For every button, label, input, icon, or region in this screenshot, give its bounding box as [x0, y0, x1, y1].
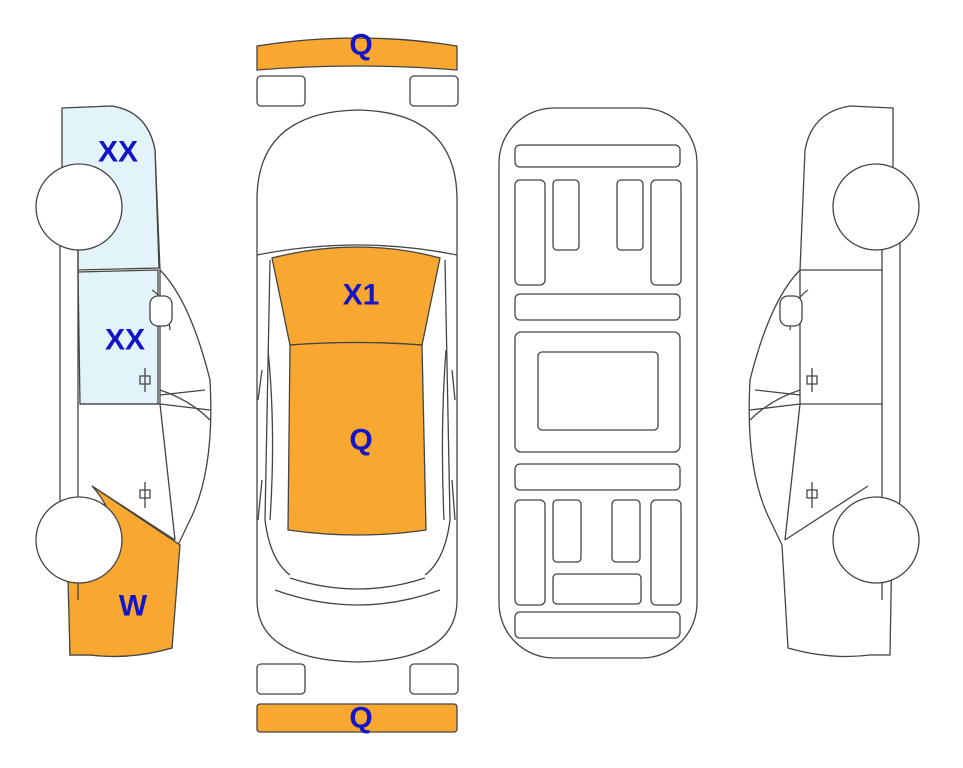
windshield-area[interactable]: [271, 246, 441, 346]
rear-bumper-area[interactable]: [256, 703, 458, 733]
roof-area[interactable]: [287, 341, 427, 536]
right-taillight: [409, 663, 459, 695]
left-rear-door-handle: [139, 482, 151, 508]
underbody-view: [498, 107, 698, 659]
underbody-front-crossmember: [514, 293, 681, 321]
underbody-rear-panel: [514, 611, 681, 639]
right-side-view: [748, 105, 920, 658]
underbody-rear-left-rail: [514, 499, 546, 606]
underbody-front-right-rail: [650, 179, 682, 286]
underbody-front-inner-left: [552, 179, 580, 251]
underbody-rear-inner-right: [611, 499, 641, 563]
right-headlight: [409, 75, 459, 107]
underbody-front-panel: [514, 144, 681, 168]
underbody-rear-inner-left: [552, 499, 582, 563]
right-front-door-handle: [806, 368, 818, 392]
left-headlight: [256, 75, 306, 107]
left-rear-wheel: [35, 496, 123, 584]
left-mirror: [149, 295, 173, 327]
underbody-rear-tank: [552, 573, 642, 605]
left-front-wheel: [35, 163, 123, 251]
top-view-side-window-lines: [257, 349, 456, 521]
underbody-rear-crossmember: [514, 463, 681, 491]
top-view-hood-lines: [256, 244, 458, 606]
right-rear-wheel: [832, 496, 920, 584]
right-front-wheel: [832, 163, 920, 251]
right-rear-door-handle: [806, 482, 818, 508]
underbody-rear-right-rail: [650, 499, 682, 606]
right-mirror: [779, 295, 803, 327]
left-side-view: XX XX W: [35, 105, 212, 658]
left-taillight: [256, 663, 306, 695]
underbody-front-inner-right: [616, 179, 644, 251]
top-view: Q X1 Q Q: [256, 29, 459, 735]
left-front-door-handle: [139, 368, 151, 392]
front-bumper-area[interactable]: [256, 37, 458, 71]
underbody-center-panel: [537, 351, 659, 431]
underbody-front-left-rail: [514, 179, 546, 286]
